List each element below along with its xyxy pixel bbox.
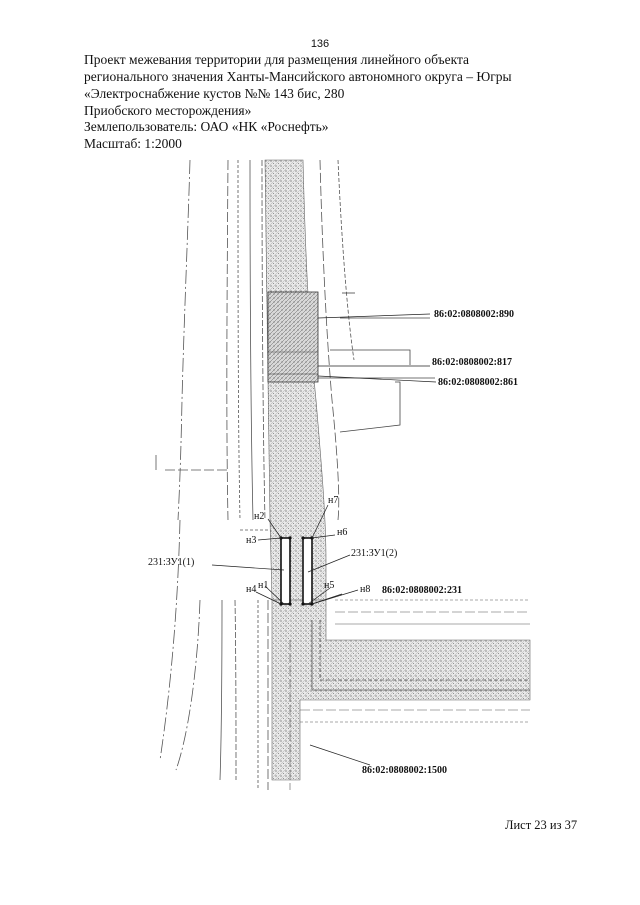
land-user-line: Землепользователь: ОАО «НК «Роснефть»: [84, 119, 329, 134]
project-title-line-4: Приобского месторождения»: [84, 103, 252, 118]
vertex-label-n2: н2: [254, 511, 264, 522]
plot-vertices: [279, 536, 314, 606]
vertex-label-n4: н4: [246, 584, 256, 595]
parcel-label-231: 86:02:0808002:231: [382, 585, 462, 596]
plot-zu1-2: [302, 537, 313, 605]
project-title-line-3: «Электроснабжение кустов №№ 143 бис, 280: [84, 86, 345, 101]
neighbour-parcels: [315, 292, 435, 433]
leader-lines: [211, 313, 437, 766]
scale-line: Масштаб: 1:2000: [84, 136, 182, 151]
parcel-label-890: 86:02:0808002:890: [434, 309, 514, 320]
page-number: 136: [310, 38, 330, 50]
project-title-line-1: Проект межевания территории для размещен…: [84, 52, 470, 67]
parcel-label-861: 86:02:0808002:861: [438, 377, 518, 388]
zone-label-zu1-1: 231:ЗУ1(1): [148, 557, 194, 568]
vertex-label-n5: н5: [324, 580, 334, 591]
vertex-label-n7: н7: [328, 495, 338, 506]
plot-zu1-1: [280, 537, 291, 605]
boundary-lines: [155, 159, 355, 790]
project-title-line-2: регионального значения Ханты-Мансийского…: [84, 69, 512, 84]
vertex-label-n8: н8: [360, 584, 370, 595]
vertex-label-n3: н3: [246, 535, 256, 546]
sheet-number: Лист 23 из 37: [505, 818, 578, 832]
parcel-label-817: 86:02:0808002:817: [432, 357, 512, 368]
parcel-label-1500: 86:02:0808002:1500: [362, 765, 447, 776]
vertex-label-n6: н6: [337, 527, 347, 538]
vertex-label-n1: н1: [258, 580, 268, 591]
zone-label-zu1-2: 231:ЗУ1(2): [351, 548, 397, 559]
road-corridor: [264, 159, 531, 790]
land-plots: [280, 537, 313, 605]
